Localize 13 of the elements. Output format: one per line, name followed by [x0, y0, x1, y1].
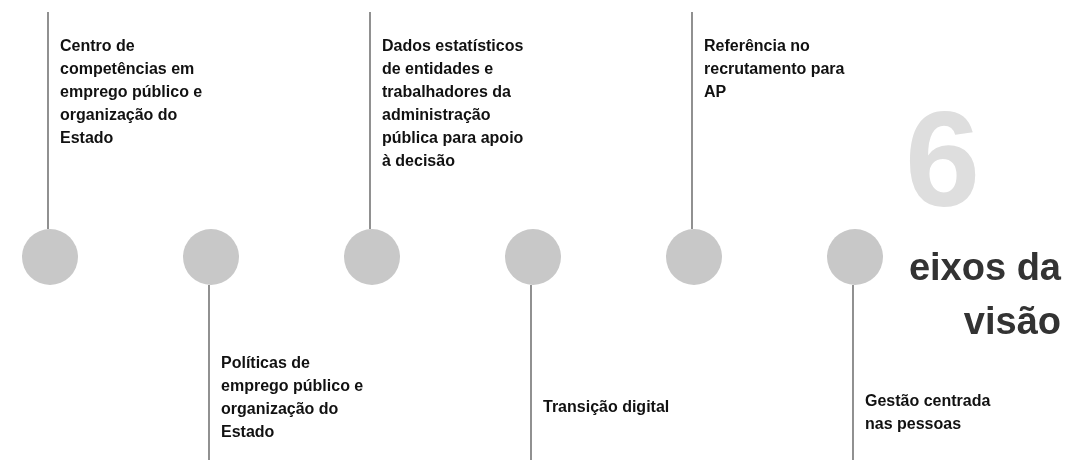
axis-text: Transição digital — [543, 397, 671, 417]
axis-text: Centro de competências em emprego público e organização do Estado — [60, 36, 204, 148]
leader-line — [369, 11, 371, 230]
leader-line — [852, 284, 854, 461]
axis-text: Gestão centrada nas pessoas — [865, 391, 992, 434]
leader-line — [47, 11, 49, 230]
axis-text: Referência no recrutamento para AP — [704, 36, 846, 102]
heading-text: eixos da visão — [907, 245, 1061, 344]
leader-line — [691, 11, 693, 230]
axis-text: Políticas de emprego público e organização do Estado — [221, 353, 365, 442]
leader-line — [530, 284, 532, 461]
leader-line — [208, 284, 210, 461]
axis-text: Dados estatísticos de entidades e trabalhadores da administração pública para apoio à decisão — [382, 36, 525, 171]
